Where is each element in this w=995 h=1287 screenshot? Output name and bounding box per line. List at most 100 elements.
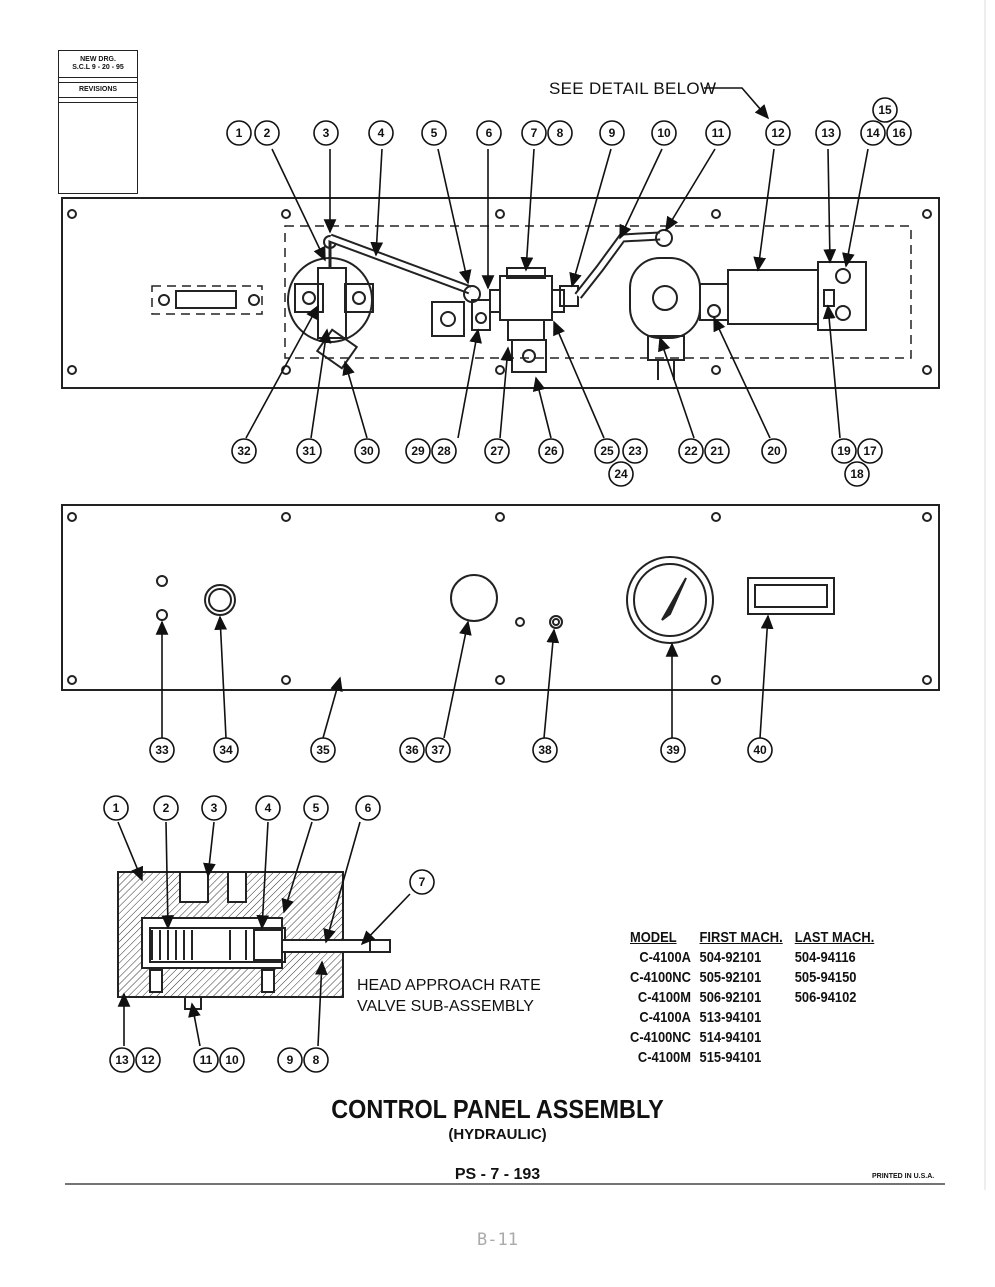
first-mach-cell: 513-94101 [699, 1009, 762, 1026]
callout-4: 4 [368, 120, 394, 146]
svg-text:40: 40 [753, 743, 767, 757]
table-header-row: MODEL FIRST MACH. LAST MACH. [630, 928, 886, 948]
model-serial-table: MODEL FIRST MACH. LAST MACH. C-4100A 504… [630, 928, 886, 1068]
drawing-number: PS - 7 - 193 [454, 1166, 541, 1183]
svg-text:10: 10 [657, 126, 671, 140]
svg-text:4: 4 [378, 126, 385, 140]
svg-text:17: 17 [863, 444, 877, 458]
subassembly-title-line-2: VALVE SUB-ASSEMBLY [357, 998, 534, 1015]
svg-text:6: 6 [486, 126, 493, 140]
model-cell: C-4100A [639, 949, 691, 966]
svg-text:18: 18 [850, 467, 864, 481]
svg-text:39: 39 [666, 743, 680, 757]
header-first-mach: FIRST MACH. [699, 929, 783, 946]
header-model: MODEL [630, 929, 677, 946]
svg-text:1: 1 [113, 801, 120, 815]
printed-in-usa: PRINTED IN U.S.A. [872, 1173, 935, 1180]
callout-39: 39 [660, 737, 686, 763]
svg-text:9: 9 [609, 126, 616, 140]
table-row: C-4100A 513-94101 [630, 1008, 886, 1028]
detail-callout-2: 2 [153, 795, 179, 821]
revisions-label: REVISIONS [59, 83, 137, 98]
detail-callout-5: 5 [303, 795, 329, 821]
svg-text:15: 15 [878, 103, 892, 117]
callout-3: 3 [313, 120, 339, 146]
callout-9: 9 [599, 120, 625, 146]
model-cell: C-4100A [639, 1009, 691, 1026]
model-cell: C-4100NC [630, 969, 691, 986]
subassembly-title: HEAD APPROACH RATE VALVE SUB-ASSEMBLY [357, 975, 541, 1017]
last-mach-cell [795, 1048, 887, 1068]
callout-5: 5 [421, 120, 447, 146]
page-title: CONTROL PANEL ASSEMBLY [331, 1094, 664, 1124]
svg-text:6: 6 [365, 801, 372, 815]
svg-text:11: 11 [712, 126, 725, 140]
page-reference: B-11 [477, 1230, 518, 1250]
svg-text:35: 35 [316, 743, 330, 757]
callout-13: 13 [815, 120, 841, 146]
first-mach-cell: 514-94101 [699, 1029, 762, 1046]
callout-27: 27 [484, 438, 510, 464]
svg-text:30: 30 [360, 444, 374, 458]
revision-line-2: S.C.L 9 - 20 - 95 [72, 64, 124, 71]
callout-32: 32 [231, 438, 257, 464]
svg-text:24: 24 [614, 467, 628, 481]
see-detail-note: SEE DETAIL BELOW [549, 79, 717, 98]
svg-text:12: 12 [141, 1053, 155, 1067]
first-mach-cell: 505-92101 [699, 969, 762, 986]
last-mach-cell [795, 1008, 887, 1028]
svg-text:2: 2 [264, 126, 271, 140]
svg-text:4: 4 [265, 801, 272, 815]
callout-35: 35 [310, 737, 336, 763]
callout-15-14-16: 15 14 16 [860, 97, 912, 146]
svg-text:14: 14 [866, 126, 880, 140]
svg-text:31: 31 [302, 444, 316, 458]
callout-36-37: 36 37 [399, 737, 451, 763]
svg-text:21: 21 [710, 444, 724, 458]
model-cell: C-4100NC [630, 1029, 691, 1046]
last-mach-cell: 506-94102 [794, 989, 857, 1006]
svg-text:22: 22 [684, 444, 698, 458]
detail-callout-6: 6 [355, 795, 381, 821]
callout-29-28: 29 28 [405, 438, 457, 464]
svg-text:29: 29 [411, 444, 425, 458]
callout-11: 11 [705, 120, 731, 146]
callout-6: 6 [476, 120, 502, 146]
revision-block: NEW DRG. S.C.L 9 - 20 - 95 REVISIONS [58, 50, 138, 194]
svg-text:20: 20 [767, 444, 781, 458]
last-mach-cell: 504-94116 [794, 949, 856, 966]
callout-12: 12 [765, 120, 791, 146]
callout-34: 34 [213, 737, 239, 763]
callout-40: 40 [747, 737, 773, 763]
svg-text:7: 7 [419, 875, 426, 889]
svg-text:37: 37 [431, 743, 445, 757]
svg-text:3: 3 [323, 126, 330, 140]
callout-22-21: 22 21 [678, 438, 730, 464]
last-mach-cell: 505-94150 [794, 969, 857, 986]
svg-text:19: 19 [837, 444, 851, 458]
table-row: C-4100NC 514-94101 [630, 1028, 886, 1048]
svg-text:36: 36 [405, 743, 419, 757]
svg-text:27: 27 [490, 444, 504, 458]
svg-text:28: 28 [437, 444, 451, 458]
model-cell: C-4100M [637, 989, 691, 1006]
table-row: C-4100M 515-94101 [630, 1048, 886, 1068]
page-subtitle: (HYDRAULIC) [448, 1126, 547, 1143]
svg-text:9: 9 [287, 1053, 294, 1067]
model-cell: C-4100M [637, 1049, 691, 1066]
svg-text:16: 16 [892, 126, 906, 140]
detail-callout-3: 3 [201, 795, 227, 821]
callout-26: 26 [538, 438, 564, 464]
callout-38: 38 [532, 737, 558, 763]
svg-text:11: 11 [200, 1053, 213, 1067]
detail-callout-4: 4 [255, 795, 281, 821]
detail-callout-7: 7 [409, 869, 435, 895]
svg-text:33: 33 [155, 743, 169, 757]
callout-31: 31 [296, 438, 322, 464]
